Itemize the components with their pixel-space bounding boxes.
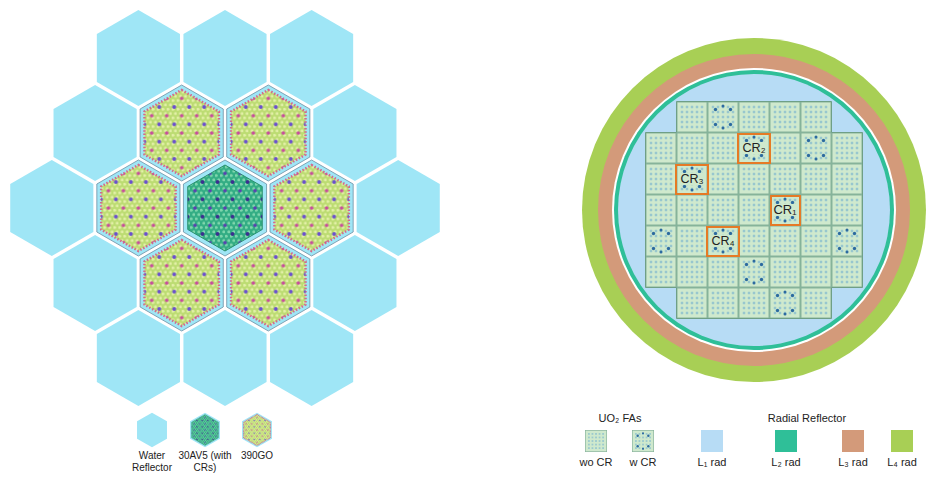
legend-label: L₃ rad [828,456,878,469]
legend-fa-w-cr [632,430,653,451]
ring-l2 [614,70,894,350]
control-rod-box: CR₃ [675,164,709,195]
legend-hex-30av5 [190,413,220,448]
water-hex [357,160,440,256]
legend-label: L₂ rad [761,456,811,469]
water-hex [54,85,137,181]
cr-label: CR₃ [679,173,704,186]
cr-assembly-dots [776,291,794,316]
legend-label: w CR [621,456,665,469]
fuel-hex [140,235,223,331]
legend-label: 30AV5 (with CRs) [177,450,233,473]
ring-gap [612,68,896,352]
water-reflector-hexes [10,10,440,406]
water-hex [270,10,353,106]
central-fuel-hex [183,160,266,256]
legend-label: Water Reflector [124,450,180,473]
fuel-hex [270,160,353,256]
cr-label: CR₂ [741,142,766,155]
ring-l1 [618,74,890,346]
legend-label: wo CR [574,456,618,469]
water-hex [270,310,353,406]
fuel-hex [140,85,223,181]
water-hex [97,310,180,406]
legend-hex-390go [242,413,272,448]
water-hex [183,10,266,106]
fuel-hex [227,235,310,331]
assembly-grid [646,102,863,319]
control-rod-box: CR₂ [737,133,771,164]
legend-swatch [891,430,913,452]
control-rod-box: CR₁ [770,195,801,226]
cr-assembly-dots [838,229,856,254]
legend-swatch [137,413,167,448]
legend-label: L₁ rad [687,456,737,469]
cr-assembly-dots [745,260,763,285]
cr-assembly-dots [807,136,825,161]
ring-l3 [598,54,910,366]
water-hex [54,235,137,331]
legend-swatch [775,430,797,452]
ring-l4 [582,38,926,382]
legend-label: L₄ rad [880,456,924,469]
cr-label: CR₄ [710,235,735,248]
legend-label: 390GO [229,450,285,462]
water-hex [313,235,396,331]
legend-swatch-svg [134,411,170,449]
legend-swatch [842,430,864,452]
cr-assembly-dots [652,229,670,254]
fuel-hex [227,85,310,181]
cr-label: CR₁ [773,204,798,217]
water-hex [313,85,396,181]
fuel-hex [97,160,180,256]
water-hex [97,10,180,106]
legend-heading: Radial Reflector [768,412,846,425]
legend-heading: UO₂ FAs [599,412,642,425]
control-rod-box: CR₄ [706,226,740,257]
legend-fa-wo-cr [585,430,606,451]
cr-assembly-dots [714,105,732,130]
water-hex [183,310,266,406]
legend-swatch [701,430,723,452]
water-hex [10,160,93,256]
